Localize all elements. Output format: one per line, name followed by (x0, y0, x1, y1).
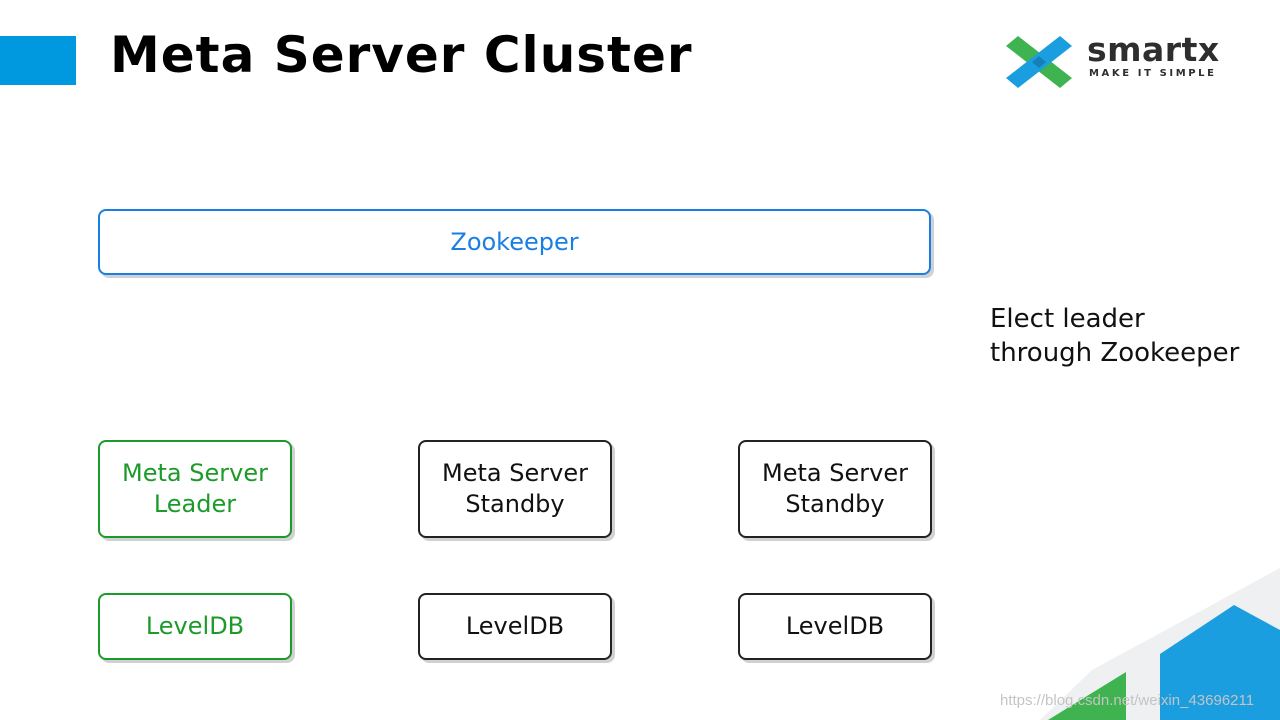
node-role: Leader (153, 490, 237, 518)
slide-title: Meta Server Cluster (110, 26, 693, 84)
meta-server-standby-node: Meta Server Standby (418, 440, 612, 538)
zookeeper-box: Zookeeper (98, 209, 931, 275)
leveldb-standby-box: LevelDB (738, 593, 932, 660)
corner-decoration (1040, 568, 1280, 720)
node-role: Standby (465, 490, 565, 518)
node-title: Meta Server (122, 459, 268, 487)
election-note: Elect leader through Zookeeper (990, 302, 1239, 370)
leveldb-standby-box: LevelDB (418, 593, 612, 660)
smartx-logo-icon (1006, 36, 1072, 88)
meta-server-standby-node: Meta Server Standby (738, 440, 932, 538)
smartx-logo: smartx MAKE IT SIMPLE (1004, 30, 1234, 90)
watermark-url: https://blog.csdn.net/weixin_43696211 (1000, 692, 1255, 709)
node-role: Standby (785, 490, 885, 518)
logo-tagline: MAKE IT SIMPLE (1089, 68, 1217, 79)
leveldb-leader-box: LevelDB (98, 593, 292, 660)
meta-server-leader-node: Meta Server Leader (98, 440, 292, 538)
node-title: Meta Server (442, 459, 588, 487)
note-line: Elect leader (990, 304, 1145, 334)
note-line: through Zookeeper (990, 338, 1240, 368)
node-title: Meta Server (762, 459, 908, 487)
logo-wordmark: smartx (1087, 30, 1220, 69)
title-accent-bar (0, 36, 76, 85)
